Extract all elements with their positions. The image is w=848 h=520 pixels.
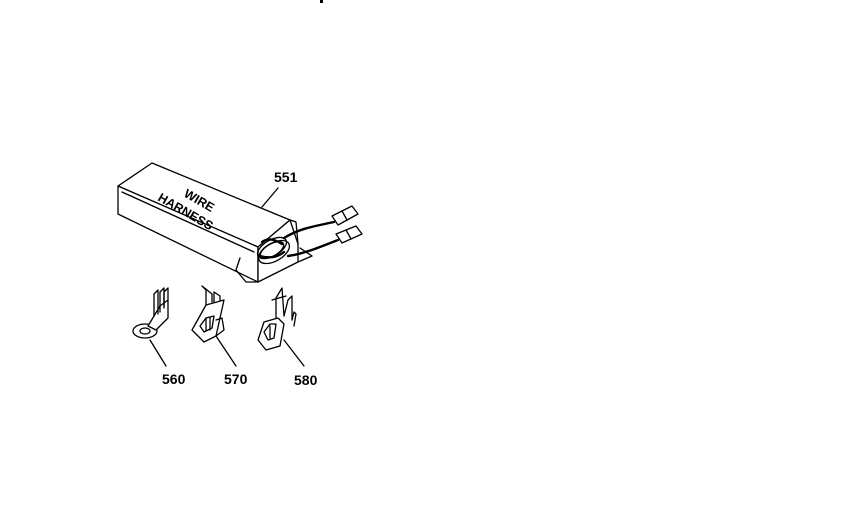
ring-terminal — [132, 287, 169, 339]
coiled-wire — [256, 236, 291, 265]
part-label-560: 560 — [162, 371, 186, 387]
part-label-551: 551 — [274, 169, 298, 185]
leader-551 — [261, 187, 279, 208]
stray-mark — [320, 0, 323, 3]
wire-harness-box: WIRE HARNESS — [117, 162, 363, 283]
spade-terminal — [191, 285, 225, 343]
wire-leads — [282, 205, 363, 258]
leader-570 — [215, 335, 237, 367]
leader-580 — [283, 339, 305, 367]
part-label-580: 580 — [294, 372, 318, 388]
flag-terminal — [257, 287, 297, 351]
leader-560 — [149, 339, 167, 367]
part-label-570: 570 — [224, 371, 248, 387]
